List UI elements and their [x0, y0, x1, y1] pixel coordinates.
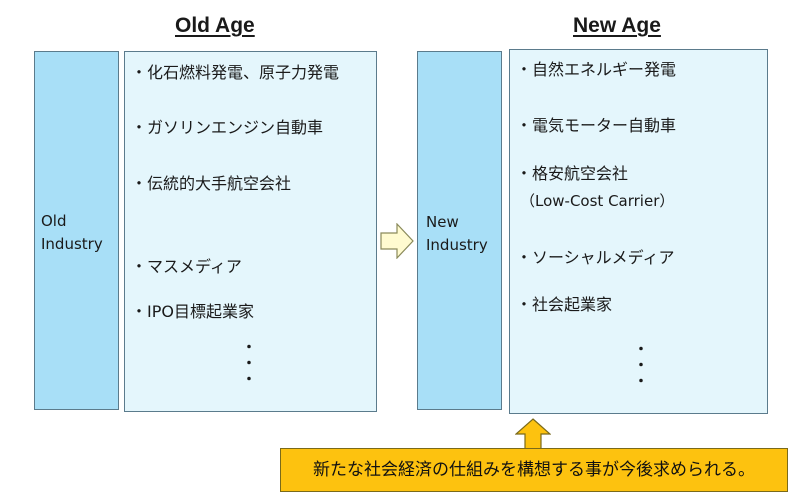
new-industry-list: ・自然エネルギー発電 ・電気モーター自動車 ・格安航空会社 （Low-Cost … — [509, 49, 768, 414]
list-item: ・ソーシャルメディア — [516, 248, 675, 267]
new-industry-label-line2: Industry — [426, 236, 488, 254]
up-arrow-icon — [515, 418, 551, 450]
new-industry-label-line1: New — [426, 213, 459, 231]
old-age-heading: Old Age — [175, 14, 255, 37]
right-arrow-icon — [380, 223, 414, 259]
list-item: ・IPO目標起業家 — [131, 302, 254, 321]
old-industry-label-line2: Industry — [41, 235, 103, 253]
old-industry-list: ・化石燃料発電、原子力発電 ・ガソリンエンジン自動車 ・伝統的大手航空会社 ・マ… — [124, 51, 377, 412]
list-item: ・化石燃料発電、原子力発電 — [131, 63, 340, 82]
list-item: ・伝統的大手航空会社 — [131, 174, 292, 193]
list-item: ・ガソリンエンジン自動車 — [131, 118, 324, 137]
old-industry-label-line1: Old — [41, 212, 67, 230]
list-item: ・自然エネルギー発電 — [516, 60, 677, 79]
list-item: ・マスメディア — [131, 257, 242, 276]
list-item: ・社会起業家 — [516, 295, 613, 314]
ellipsis: ・ ・ ・ — [242, 340, 256, 388]
old-industry-box: Old Industry — [34, 51, 119, 410]
new-age-heading: New Age — [573, 14, 661, 37]
new-industry-box: New Industry — [417, 51, 502, 410]
list-item-subtitle: （Low-Cost Carrier） — [520, 192, 675, 210]
conclusion-note: 新たな社会経済の仕組みを構想する事が今後求められる。 — [280, 448, 788, 492]
list-item: ・格安航空会社 — [516, 164, 629, 183]
list-item: ・電気モーター自動車 — [516, 116, 677, 135]
ellipsis: ・ ・ ・ — [634, 342, 648, 390]
